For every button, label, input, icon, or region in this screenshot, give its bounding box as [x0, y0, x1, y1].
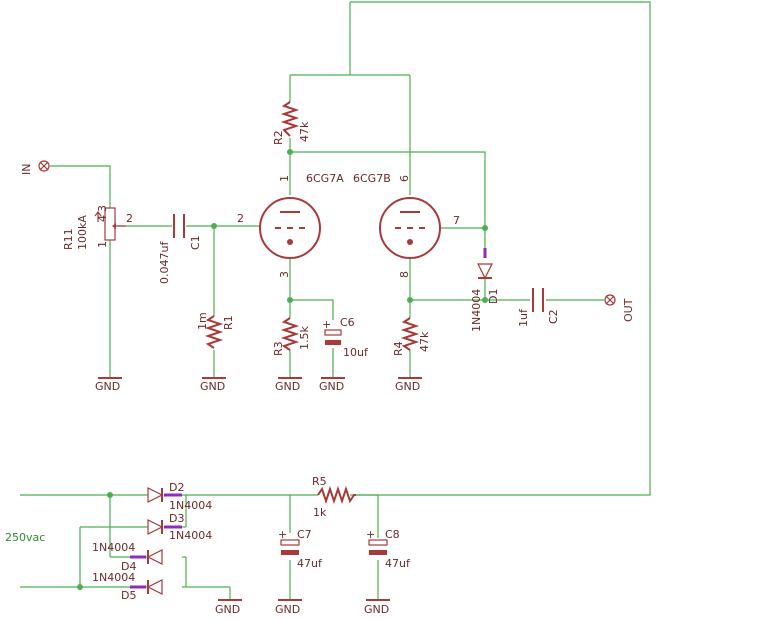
junction	[77, 584, 83, 590]
gnd-label: GND	[275, 380, 300, 393]
d4-diode: 1N4004 D4	[92, 541, 163, 573]
gnd-label: GND	[95, 380, 120, 393]
c7-name: C7	[297, 528, 312, 541]
c6-capacitor: + C6 10uf	[322, 316, 369, 359]
r3-value: 1.5k	[298, 326, 311, 350]
supply-label: 250vac	[5, 531, 45, 544]
wires	[20, 1, 651, 600]
c1-capacitor: 0.047uf C1 2	[158, 212, 244, 284]
c1-pin: 2	[237, 212, 244, 225]
tube-a-pin-1: 1	[278, 175, 291, 182]
c7-capacitor: + C7 47uf	[278, 528, 323, 570]
tube-a-label: 6CG7A	[306, 172, 344, 185]
svg-text:+: +	[322, 318, 331, 331]
gnd-label: GND	[275, 603, 300, 616]
gnd-label: GND	[215, 603, 240, 616]
junction	[482, 225, 488, 231]
svg-text:+: +	[366, 528, 375, 541]
c2-capacitor: 1uf C2	[517, 288, 560, 327]
d2-diode: D2 1N4004	[147, 481, 212, 512]
d4-value: 1N4004	[92, 541, 135, 554]
tube-a-pin-3: 3	[278, 271, 291, 278]
r11-potentiometer: R11 100kA 1 4 3 2	[62, 205, 133, 250]
ground-symbols: GND GND GND GND GND GND GND GND	[95, 377, 422, 616]
junctions	[77, 149, 488, 590]
output-port-label: OUT	[622, 298, 635, 322]
gnd-label: GND	[395, 380, 420, 393]
r2-name: R2	[272, 130, 285, 145]
svg-text:+: +	[278, 528, 287, 541]
input-port-label: IN	[20, 164, 33, 175]
tube-b-label: 6CG7B	[353, 172, 391, 185]
d4-name: D4	[121, 560, 136, 573]
c1-name: C1	[189, 235, 202, 250]
junction	[287, 297, 293, 303]
c2-value: 1uf	[517, 308, 530, 327]
r1-name: R1	[222, 315, 235, 330]
d3-name: D3	[169, 512, 184, 525]
d3-diode: D3 1N4004	[147, 512, 212, 542]
r2-value: 47k	[298, 121, 311, 142]
gnd-label: GND	[200, 380, 225, 393]
d2-value: 1N4004	[169, 499, 212, 512]
r11-pin-3: 3	[96, 205, 109, 212]
d1-value: 1N4004	[470, 289, 483, 332]
tube-6cg7a: 6CG7A 1 3	[259, 172, 344, 278]
r11-value: 100kA	[76, 215, 89, 250]
c8-name: C8	[385, 528, 400, 541]
r4-resistor: R4 47k	[392, 317, 431, 356]
tube-b-pin-7: 7	[453, 214, 460, 227]
r11-pin-1: 1	[96, 241, 109, 248]
d1-diode: 1N4004 D1	[470, 248, 500, 332]
junction	[211, 223, 217, 229]
r11-pin-2: 2	[126, 212, 133, 225]
c6-value: 10uf	[343, 346, 369, 359]
r3-name: R3	[272, 341, 285, 356]
d5-name: D5	[121, 589, 136, 602]
r3-resistor: R3 1.5k	[272, 317, 311, 356]
r5-name: R5	[312, 475, 327, 488]
d5-value: 1N4004	[92, 571, 135, 584]
r1-resistor: 1m R1	[196, 312, 235, 349]
r11-pin-4: 4	[96, 215, 109, 222]
c1-value: 0.047uf	[158, 241, 171, 284]
d3-value: 1N4004	[169, 529, 212, 542]
junction	[107, 492, 113, 498]
gnd-label: GND	[364, 603, 389, 616]
input-port: IN	[20, 160, 50, 175]
c6-name: C6	[340, 316, 355, 329]
r4-value: 47k	[418, 331, 431, 352]
c7-value: 47uf	[297, 557, 323, 570]
gnd-label: GND	[319, 380, 344, 393]
d5-diode: 1N4004 D5	[92, 571, 163, 602]
junction	[287, 149, 293, 155]
r5-resistor: R5 1k	[312, 475, 356, 519]
r5-value: 1k	[313, 506, 327, 519]
r4-name: R4	[392, 341, 405, 356]
junction	[407, 297, 413, 303]
d2-name: D2	[169, 481, 184, 494]
r1-value: 1m	[196, 312, 209, 330]
tube-6cg7b: 6CG7B 6 7 8	[353, 172, 460, 278]
d1-name: D1	[487, 289, 500, 304]
bplus-wire	[350, 1, 651, 496]
tube-b-pin-6: 6	[398, 175, 411, 182]
junction	[482, 297, 488, 303]
r11-name: R11	[62, 228, 75, 250]
tube-b-pin-8: 8	[398, 271, 411, 278]
c8-capacitor: + C8 47uf	[366, 528, 411, 570]
r2-resistor: R2 47k	[272, 101, 311, 145]
c8-value: 47uf	[385, 557, 411, 570]
c2-name: C2	[547, 309, 560, 324]
output-port: OUT	[604, 294, 635, 322]
